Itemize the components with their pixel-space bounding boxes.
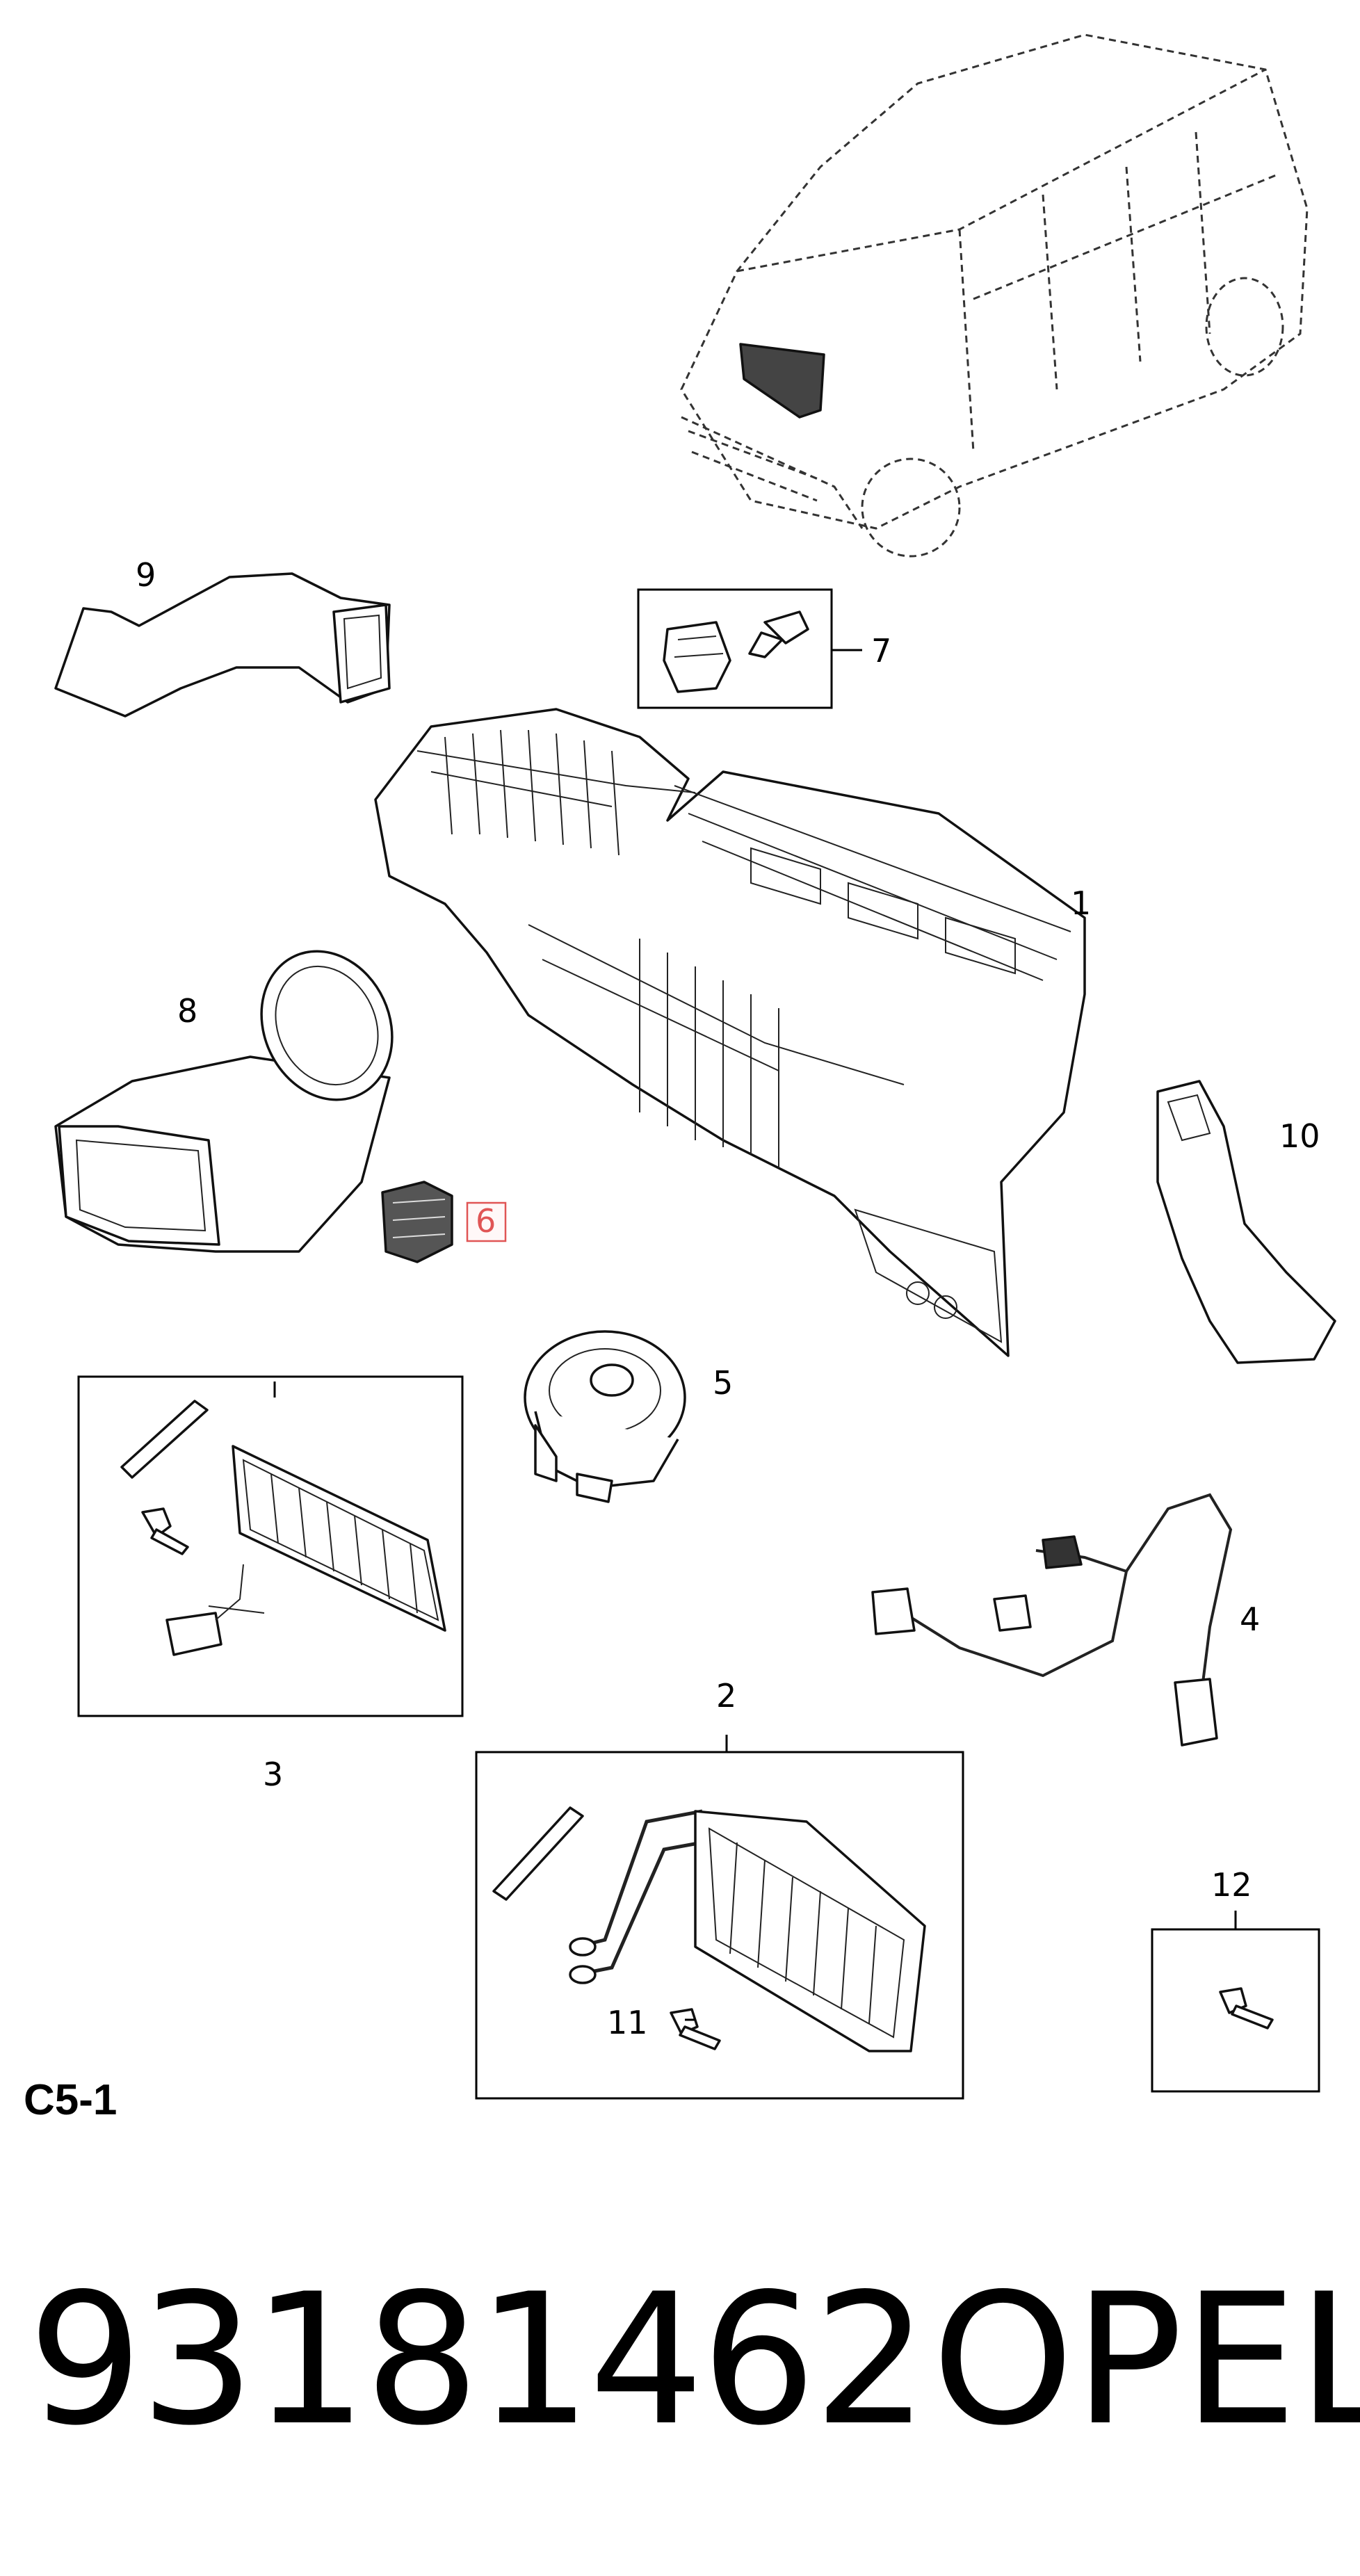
part-1-hvac-housing <box>374 708 1086 1357</box>
part-number: 93181462 <box>28 2255 928 2465</box>
callout-4: 4 <box>1240 1601 1260 1638</box>
callout-9: 9 <box>136 556 156 594</box>
callout-11: 11 <box>607 2004 648 2041</box>
van-illustration <box>680 33 1309 558</box>
part-10-air-duct <box>1156 1080 1336 1364</box>
leader-lines <box>273 649 1237 2021</box>
part-7-actuator-box <box>637 588 833 709</box>
callout-12: 12 <box>1211 1866 1252 1904</box>
callout-6-highlight <box>466 1201 507 1242</box>
callout-5: 5 <box>713 1364 733 1402</box>
part-3-filter-box <box>77 1375 464 1717</box>
part-5-blower-motor <box>524 1330 686 1503</box>
callout-2: 2 <box>716 1677 736 1715</box>
part-8-air-duct <box>54 950 394 1253</box>
callout-1: 1 <box>1071 884 1091 922</box>
callout-3: 3 <box>263 1756 283 1793</box>
part-12-screw-box <box>1151 1928 1320 2093</box>
callout-10: 10 <box>1279 1117 1320 1155</box>
part-6-blower-resistor <box>381 1181 453 1263</box>
part-2-heater-core-box <box>475 1751 964 2100</box>
callout-6: 6 <box>476 1202 496 1240</box>
callout-7: 7 <box>871 632 891 670</box>
brand-name: OPEL <box>932 2255 1360 2465</box>
part-4-wiring-harness <box>871 1493 1233 1747</box>
section-code: C5-1 <box>24 2076 118 2124</box>
callout-8: 8 <box>177 992 197 1030</box>
part-9-air-duct <box>54 572 391 718</box>
